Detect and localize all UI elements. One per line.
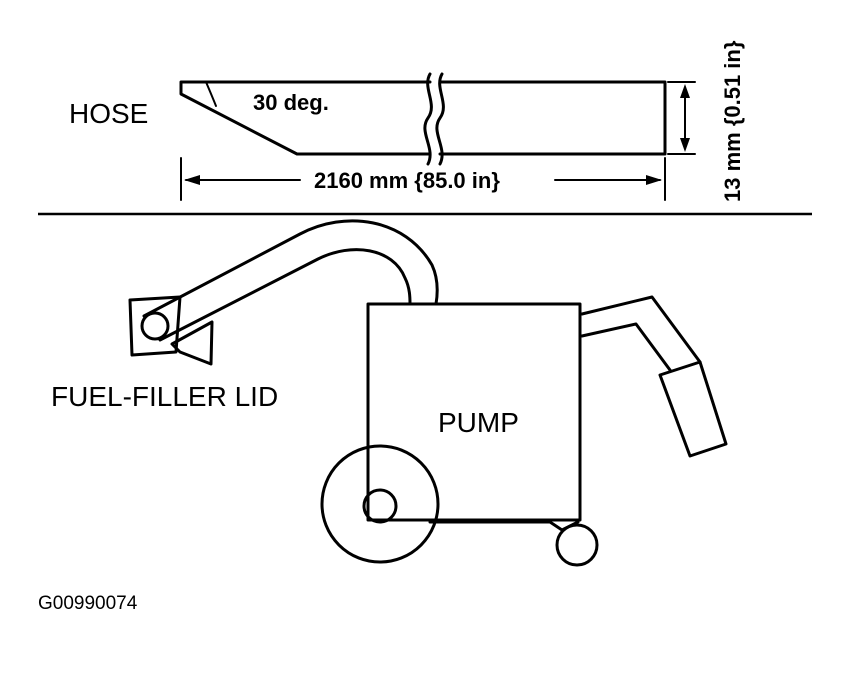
pump-label: PUMP	[438, 407, 519, 438]
length-arrow-right	[646, 175, 662, 185]
angle-arc	[205, 81, 217, 107]
length-dimension	[180, 157, 666, 201]
filler-hose-inner	[158, 248, 412, 342]
hose-break-mark-left	[423, 72, 433, 166]
diameter-dimension	[667, 81, 696, 155]
figure-id: G00990074	[38, 593, 138, 614]
pump-handle-inner	[580, 322, 672, 372]
pump-base-rail	[428, 520, 580, 532]
diameter-arrow-bottom	[680, 138, 690, 152]
filler-nozzle-clamp	[170, 320, 214, 366]
hose-right-segment	[438, 80, 667, 156]
filler-nozzle-ring	[140, 311, 170, 341]
pump-body	[366, 302, 582, 522]
pump-handle	[580, 295, 702, 364]
length-arrow-left	[184, 175, 200, 185]
diameter-arrow-top	[680, 84, 690, 98]
pump-handle-grip	[658, 360, 728, 458]
hose-label: HOSE	[69, 98, 148, 129]
hose-drawing	[179, 72, 667, 166]
diameter-label: 13 mm {0.51 in}	[720, 40, 745, 202]
length-label: 2160 mm {85.0 in}	[314, 168, 500, 193]
hose-left-segment	[179, 80, 432, 156]
angle-label: 30 deg.	[253, 90, 329, 115]
filler-hose-outer	[142, 219, 439, 318]
hose-break-mark-right	[435, 72, 445, 166]
fuel-filler-lid-label: FUEL-FILLER LID	[51, 381, 278, 412]
large-wheel	[320, 444, 440, 564]
pump-assembly	[128, 219, 728, 567]
fuel-filler-lid	[128, 295, 182, 357]
small-wheel	[555, 523, 599, 567]
large-wheel-hub	[362, 488, 398, 524]
